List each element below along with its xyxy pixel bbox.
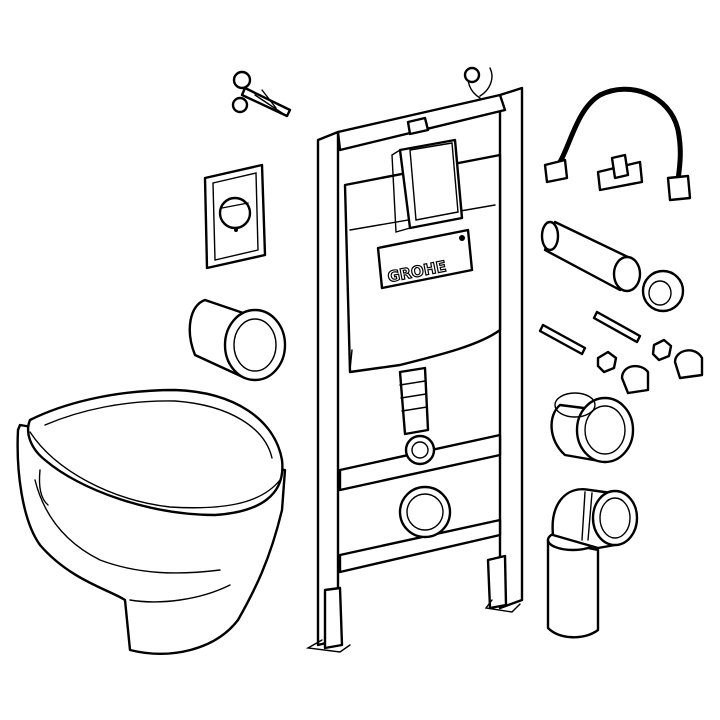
flush-pipe <box>540 220 642 293</box>
sound-insulation-sleeve <box>188 298 287 382</box>
wall-brackets <box>231 70 292 118</box>
connector <box>550 392 635 464</box>
installation-frame: GROHE <box>305 66 524 653</box>
water-supply-hose <box>543 86 692 202</box>
seal-ring <box>641 269 685 313</box>
registered-mark-icon <box>459 235 465 241</box>
wall-hung-toilet <box>16 388 287 655</box>
fixing-bolts <box>538 310 642 356</box>
flush-plate <box>203 163 267 270</box>
nuts-and-caps <box>596 338 704 395</box>
drain-elbow <box>546 488 639 639</box>
